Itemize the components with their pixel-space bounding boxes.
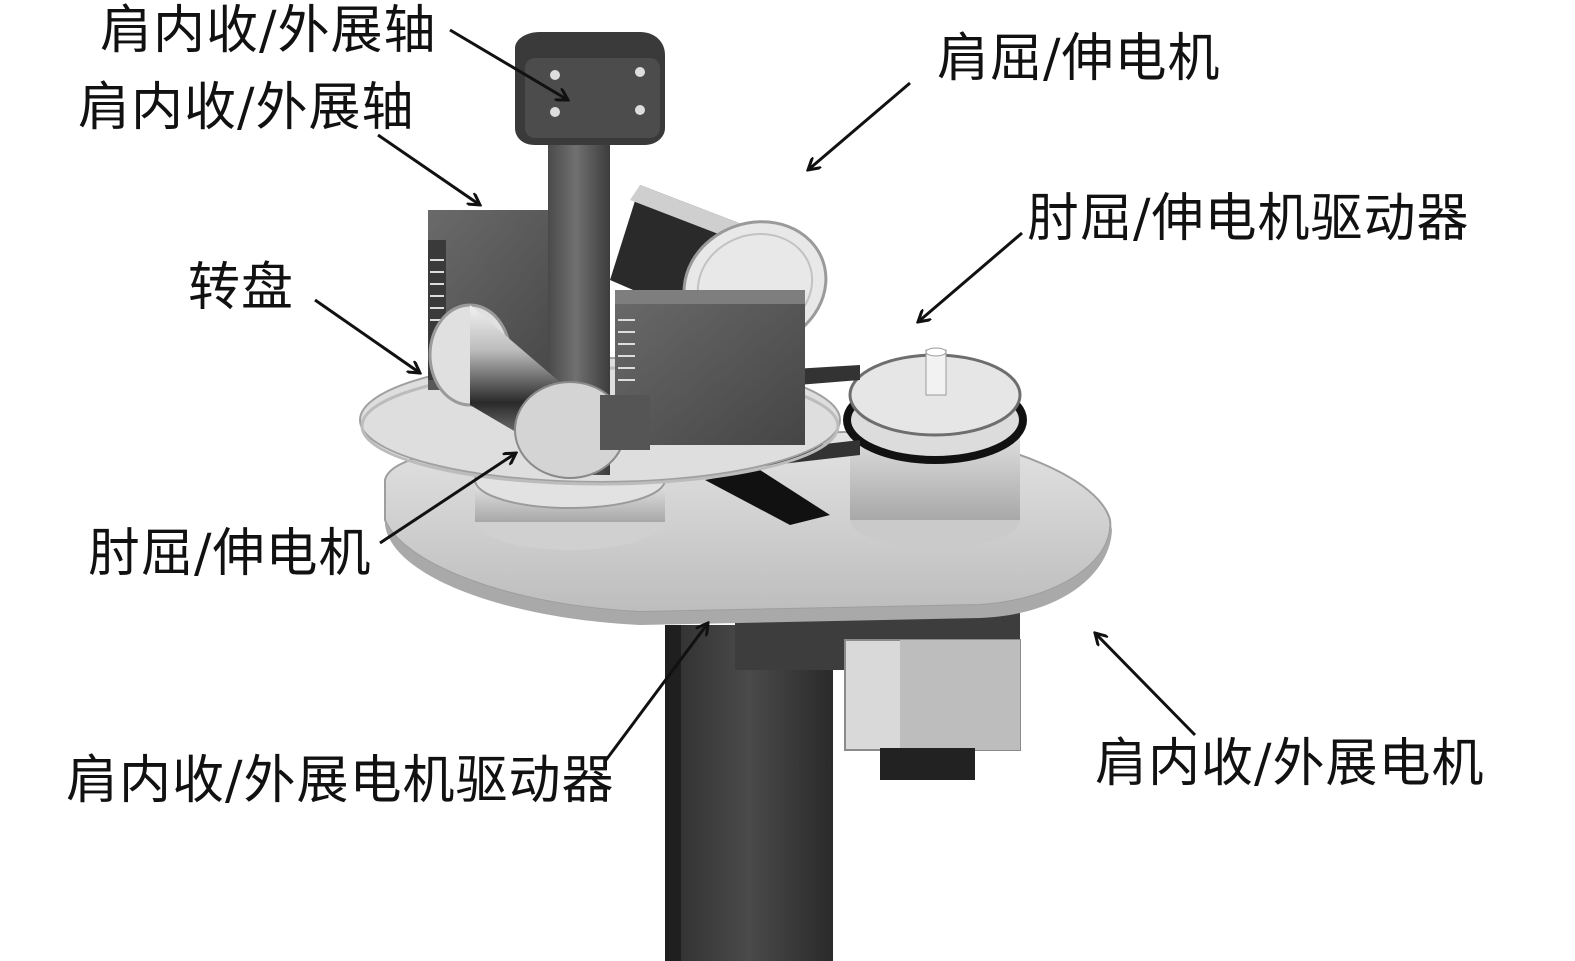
support-column [665, 625, 833, 961]
label-shoulder-abduction-motor: 肩内收/外展电机 [1095, 734, 1485, 794]
leader-lines [314, 28, 1197, 761]
leader-shoulder-axis-mid [377, 133, 480, 205]
leader-shoulder-driver [604, 623, 708, 761]
label-shoulder-abduction-axis-mid: 肩内收/外展轴 [78, 78, 415, 138]
leader-shoulder-axis-top [449, 28, 568, 100]
label-shoulder-flexion-motor: 肩屈/伸电机 [937, 29, 1221, 89]
label-elbow-flexion-motor: 肘屈/伸电机 [88, 524, 372, 584]
leader-elbow-motor [379, 453, 516, 545]
lower-pulley-right [843, 347, 1027, 548]
elbow-flexion-motor-body [428, 303, 650, 479]
leader-turntable [314, 298, 420, 373]
label-shoulder-abduction-driver: 肩内收/外展电机驱动器 [66, 751, 615, 811]
label-shoulder-abduction-axis-top: 肩内收/外展轴 [100, 1, 437, 61]
leader-elbow-driver [918, 231, 1023, 322]
label-turntable: 转盘 [188, 258, 295, 318]
shoulder-abduction-motor-body [735, 590, 1021, 780]
leader-shoulder-flexion-motor [808, 81, 911, 170]
label-elbow-motor-driver: 肘屈/伸电机驱动器 [1027, 189, 1470, 249]
leader-shoulder-abduction-motor [1095, 633, 1197, 737]
